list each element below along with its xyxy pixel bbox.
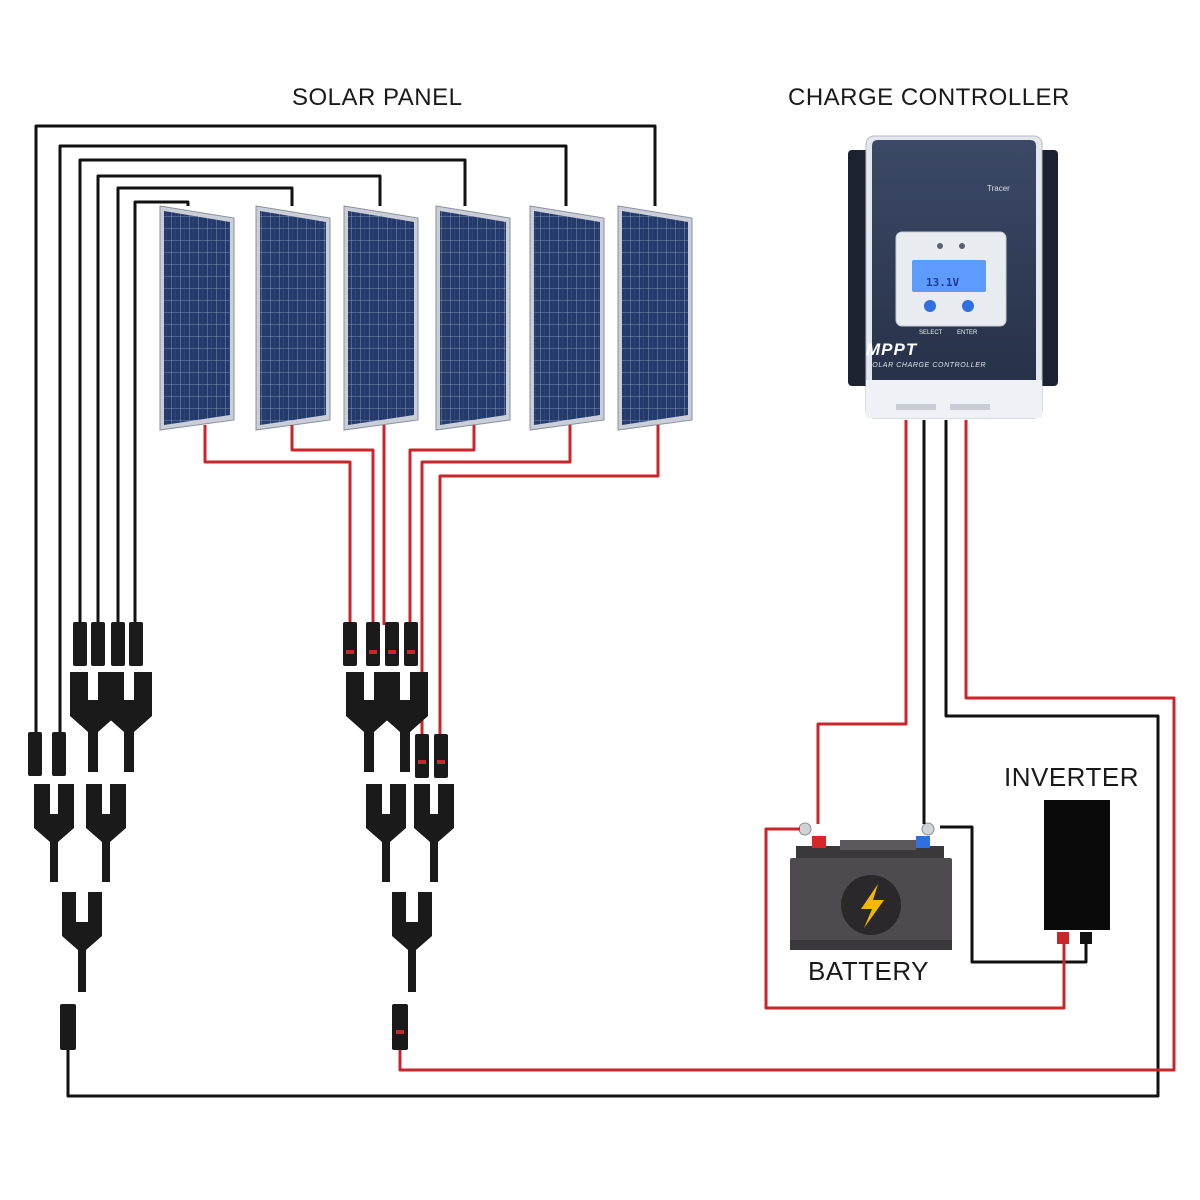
controller-title: MPPT	[866, 340, 918, 359]
enter-button-icon	[962, 300, 974, 312]
controller-subtitle: SOLAR CHARGE CONTROLLER	[867, 362, 987, 369]
lightning-bolt-icon	[861, 884, 884, 928]
negative-wires	[34, 124, 1160, 1098]
positive-wires	[203, 420, 1176, 1072]
controller-select-label: SELECT	[919, 330, 943, 336]
solar-panel-3	[343, 205, 419, 431]
solar-panel-5	[529, 205, 605, 431]
solar-panel-1	[159, 205, 235, 431]
battery-positive-terminal	[812, 836, 826, 848]
inverter-label: INVERTER	[1004, 762, 1139, 792]
charge-controller	[848, 135, 1058, 419]
solar-panel-6	[617, 205, 693, 431]
solar-panel-array	[159, 205, 693, 431]
solar-panel-4	[435, 205, 511, 431]
select-button-icon	[924, 300, 936, 312]
controller-enter-label: ENTER	[957, 330, 978, 336]
inverter-negative-terminal	[1080, 932, 1092, 944]
inverter-positive-terminal	[1057, 932, 1069, 944]
controller-lcd-screen	[912, 260, 986, 292]
controller-lcd-reading: 13.1V	[926, 276, 960, 289]
battery	[790, 822, 952, 950]
inverter	[1044, 800, 1110, 944]
controller-brand: Tracer	[987, 184, 1010, 193]
battery-negative-terminal	[916, 836, 930, 848]
solar-panel-label: SOLAR PANEL	[292, 84, 463, 111]
mc4-connectors-negative	[28, 622, 152, 1050]
battery-label: BATTERY	[808, 956, 930, 986]
charge-controller-label: CHARGE CONTROLLER	[788, 84, 1070, 111]
solar-panel-2	[255, 205, 331, 431]
battery-wires	[764, 420, 1088, 1010]
mc4-connectors-positive	[343, 622, 454, 1050]
positive-markers	[346, 650, 445, 1034]
